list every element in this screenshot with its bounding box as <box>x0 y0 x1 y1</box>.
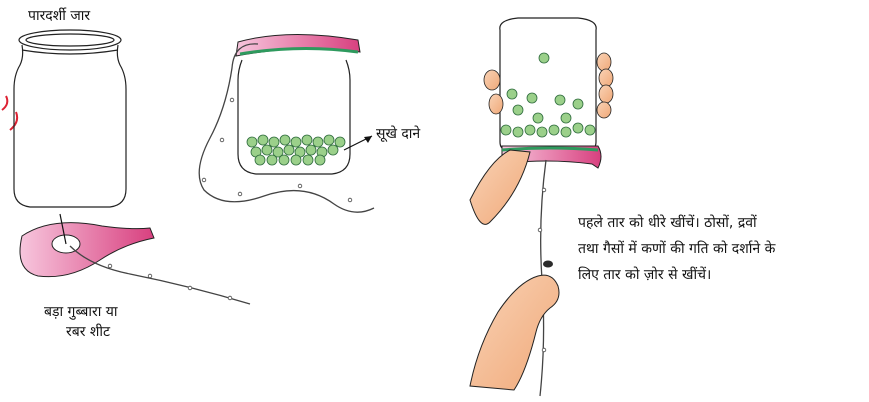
instruction-line: पहले तार को धीरे खींचें। ठोसों, द्रवों <box>578 210 858 236</box>
instruction-text: पहले तार को धीरे खींचें। ठोसों, द्रवों त… <box>578 210 858 288</box>
seed-jar <box>199 34 374 212</box>
empty-jar <box>14 30 126 207</box>
margin-mark <box>2 96 17 130</box>
instruction-line: तथा गैसों में कणों की गति को दर्शाने के <box>578 236 858 262</box>
balloon-label-line1: बड़ा गुब्बारा या <box>44 302 118 322</box>
inverted-jar-setup <box>470 18 613 396</box>
jar-label: पारदर्शी जार <box>28 6 90 26</box>
balloon-label-line2: रबर शीट <box>66 322 110 342</box>
instruction-line: लिए तार को ज़ोर से खींचें। <box>578 262 858 288</box>
balloon-sheet <box>20 214 250 304</box>
seeds-label: सूखे दाने <box>376 124 420 144</box>
